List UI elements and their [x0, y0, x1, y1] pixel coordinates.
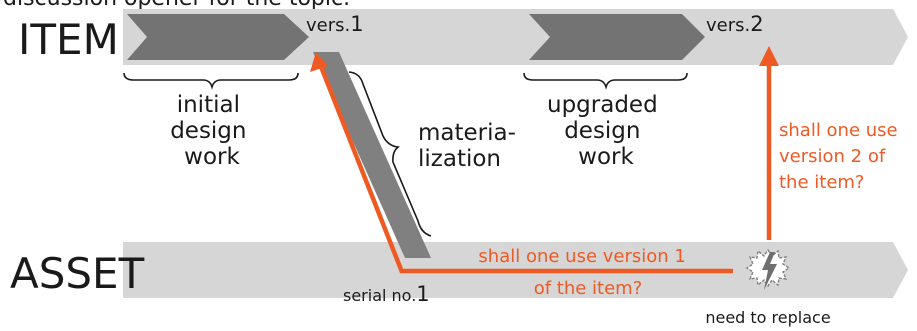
version-2-label: vers.2 — [706, 12, 764, 36]
initial-design-brace — [123, 72, 299, 90]
version-1-flow-line — [317, 63, 405, 273]
asset-lane-label: ASSET — [10, 249, 145, 298]
version-1-label: vers.1 — [306, 12, 364, 36]
upgraded-design-chevron — [529, 14, 705, 60]
materialization-brace — [348, 71, 432, 237]
upgraded-design-brace — [523, 72, 688, 90]
version-1-arrowhead — [310, 52, 328, 72]
top-caption: discussion opener for the topic. — [3, 0, 350, 11]
item-lane-label: ITEM — [18, 15, 119, 64]
initial-design-chevron — [127, 14, 309, 60]
version-2-arrowhead — [759, 46, 779, 66]
broken-gear-lightning-icon — [745, 248, 791, 290]
version-2-question: shall one use version 2 of the item? — [779, 120, 903, 193]
serial-number-label: serial no.1 — [343, 282, 430, 306]
initial-design-label: initial design work — [170, 92, 254, 170]
materialization-label: materia- lization — [418, 120, 523, 172]
version-1-question: shall one use version 1 of the item? — [478, 246, 691, 299]
item-lane — [123, 9, 908, 65]
upgraded-design-label: upgraded design work — [547, 92, 665, 170]
need-to-replace-label: need to replace — [705, 308, 830, 327]
materialization-connector — [313, 52, 431, 258]
